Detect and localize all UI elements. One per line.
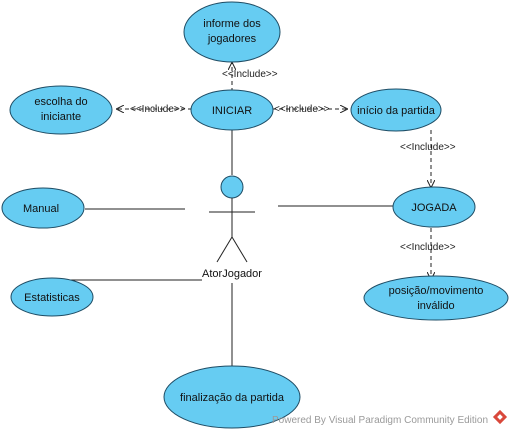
visual-paradigm-logo-icon: [492, 409, 508, 425]
actor-figure[interactable]: [209, 175, 255, 263]
usecase-informe-dos-jogadores[interactable]: informe dos jogadores: [183, 1, 281, 63]
usecase-escolha-do-iniciante[interactable]: escolha do iniciante: [9, 85, 113, 135]
usecase-iniciar[interactable]: INICIAR: [190, 89, 274, 131]
svg-text:posição/movimento: posição/movimento: [389, 285, 484, 297]
include-label-posicao: <<Include>>: [400, 242, 456, 253]
svg-text:inválido: inválido: [417, 300, 454, 312]
svg-text:INICIAR: INICIAR: [212, 105, 252, 117]
svg-text:JOGADA: JOGADA: [411, 202, 457, 214]
usecase-estatisticas[interactable]: Estatisticas: [10, 277, 94, 317]
actor-name: AtorJogador: [202, 268, 262, 280]
include-label-jogada: <<Include>>: [400, 142, 456, 153]
svg-text:jogadores: jogadores: [207, 33, 257, 45]
usecase-manual[interactable]: Manual: [1, 187, 85, 229]
svg-text:Estatisticas: Estatisticas: [24, 292, 80, 304]
svg-text:escolha do: escolha do: [34, 96, 87, 108]
usecase-jogada[interactable]: JOGADA: [392, 186, 476, 228]
svg-text:iniciante: iniciante: [41, 111, 81, 123]
svg-text:informe dos: informe dos: [203, 18, 261, 30]
usecase-posicao-movimento-invalido[interactable]: posição/movimento inválido: [363, 275, 509, 321]
usecase-inicio-da-partida[interactable]: início da partida: [350, 88, 442, 132]
usecase-finalizacao-da-partida[interactable]: finalização da partida: [163, 365, 301, 429]
include-label-informe: <<Include>>: [222, 69, 278, 80]
svg-text:finalização da partida: finalização da partida: [180, 392, 285, 404]
include-label-escolha: <<Include>>: [130, 104, 186, 115]
include-label-inicio: <<Include>>: [274, 104, 330, 115]
watermark-text: Powered By Visual Paradigm Community Edi…: [272, 415, 488, 426]
svg-text:início da partida: início da partida: [357, 105, 436, 117]
svg-text:Manual: Manual: [23, 203, 59, 215]
